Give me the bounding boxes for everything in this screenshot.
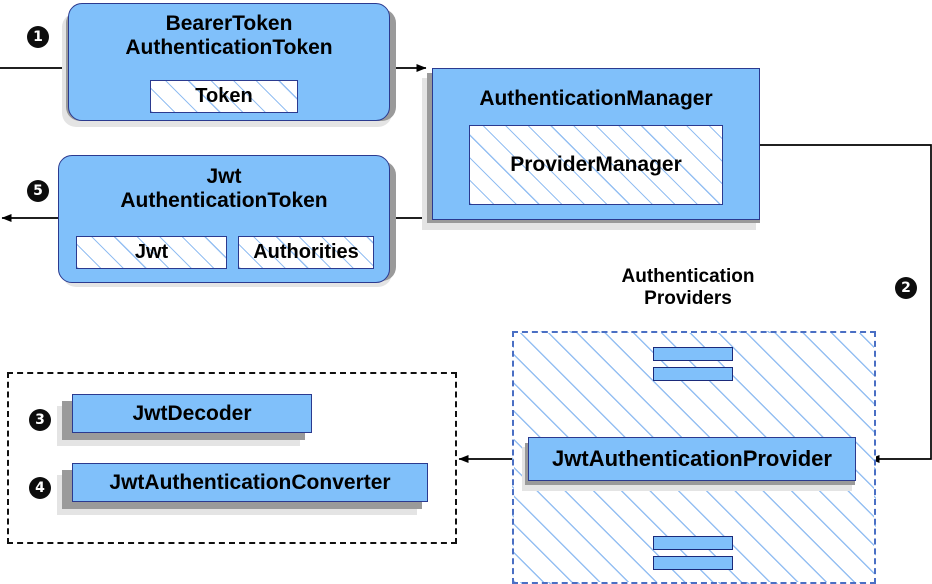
authorities-subbox[interactable]: Authorities bbox=[238, 236, 374, 269]
provider-manager-subbox[interactable]: ProviderManager bbox=[469, 125, 723, 205]
step-badge-4-number: 4 bbox=[35, 480, 45, 496]
authorities-label: Authorities bbox=[253, 241, 359, 263]
step-badge-5: 5 bbox=[27, 180, 49, 202]
jwt-authentication-token-label: Jwt AuthenticationToken bbox=[120, 165, 328, 212]
step-badge-1: 1 bbox=[27, 26, 49, 48]
provider-bar-top-2 bbox=[653, 367, 733, 381]
jwt-subbox[interactable]: Jwt bbox=[76, 236, 227, 269]
jwt-label: Jwt bbox=[134, 241, 169, 263]
authentication-providers-title: Authentication Providers bbox=[621, 266, 755, 309]
jwt-decoder-label: JwtDecoder bbox=[132, 401, 252, 425]
step-badge-5-number: 5 bbox=[33, 183, 43, 199]
bearer-token-authentication-token-label: BearerToken AuthenticationToken bbox=[125, 12, 333, 59]
provider-bar-top-1 bbox=[653, 347, 733, 361]
step-badge-3: 3 bbox=[29, 409, 51, 431]
connector-manager-to-provider bbox=[760, 144, 932, 463]
jwt-decoder-node[interactable]: JwtDecoder bbox=[72, 394, 312, 433]
authentication-manager-label: AuthenticationManager bbox=[479, 87, 713, 110]
jwt-authentication-provider-node[interactable]: JwtAuthenticationProvider bbox=[528, 437, 856, 481]
token-label: Token bbox=[195, 85, 253, 107]
step-badge-2-number: 2 bbox=[901, 280, 911, 296]
jwt-authentication-converter-node[interactable]: JwtAuthenticationConverter bbox=[72, 463, 428, 502]
provider-bar-bottom-2 bbox=[653, 556, 733, 570]
step-badge-3-number: 3 bbox=[35, 412, 45, 428]
jwt-authentication-provider-label: JwtAuthenticationProvider bbox=[552, 446, 832, 471]
token-subbox[interactable]: Token bbox=[150, 80, 298, 113]
step-badge-4: 4 bbox=[29, 477, 51, 499]
step-badge-2: 2 bbox=[895, 277, 917, 299]
provider-bar-bottom-1 bbox=[653, 536, 733, 550]
step-badge-1-number: 1 bbox=[33, 29, 43, 45]
provider-manager-label: ProviderManager bbox=[510, 153, 682, 176]
jwt-authentication-converter-label: JwtAuthenticationConverter bbox=[109, 470, 391, 494]
jwt-helpers-group bbox=[7, 372, 457, 544]
